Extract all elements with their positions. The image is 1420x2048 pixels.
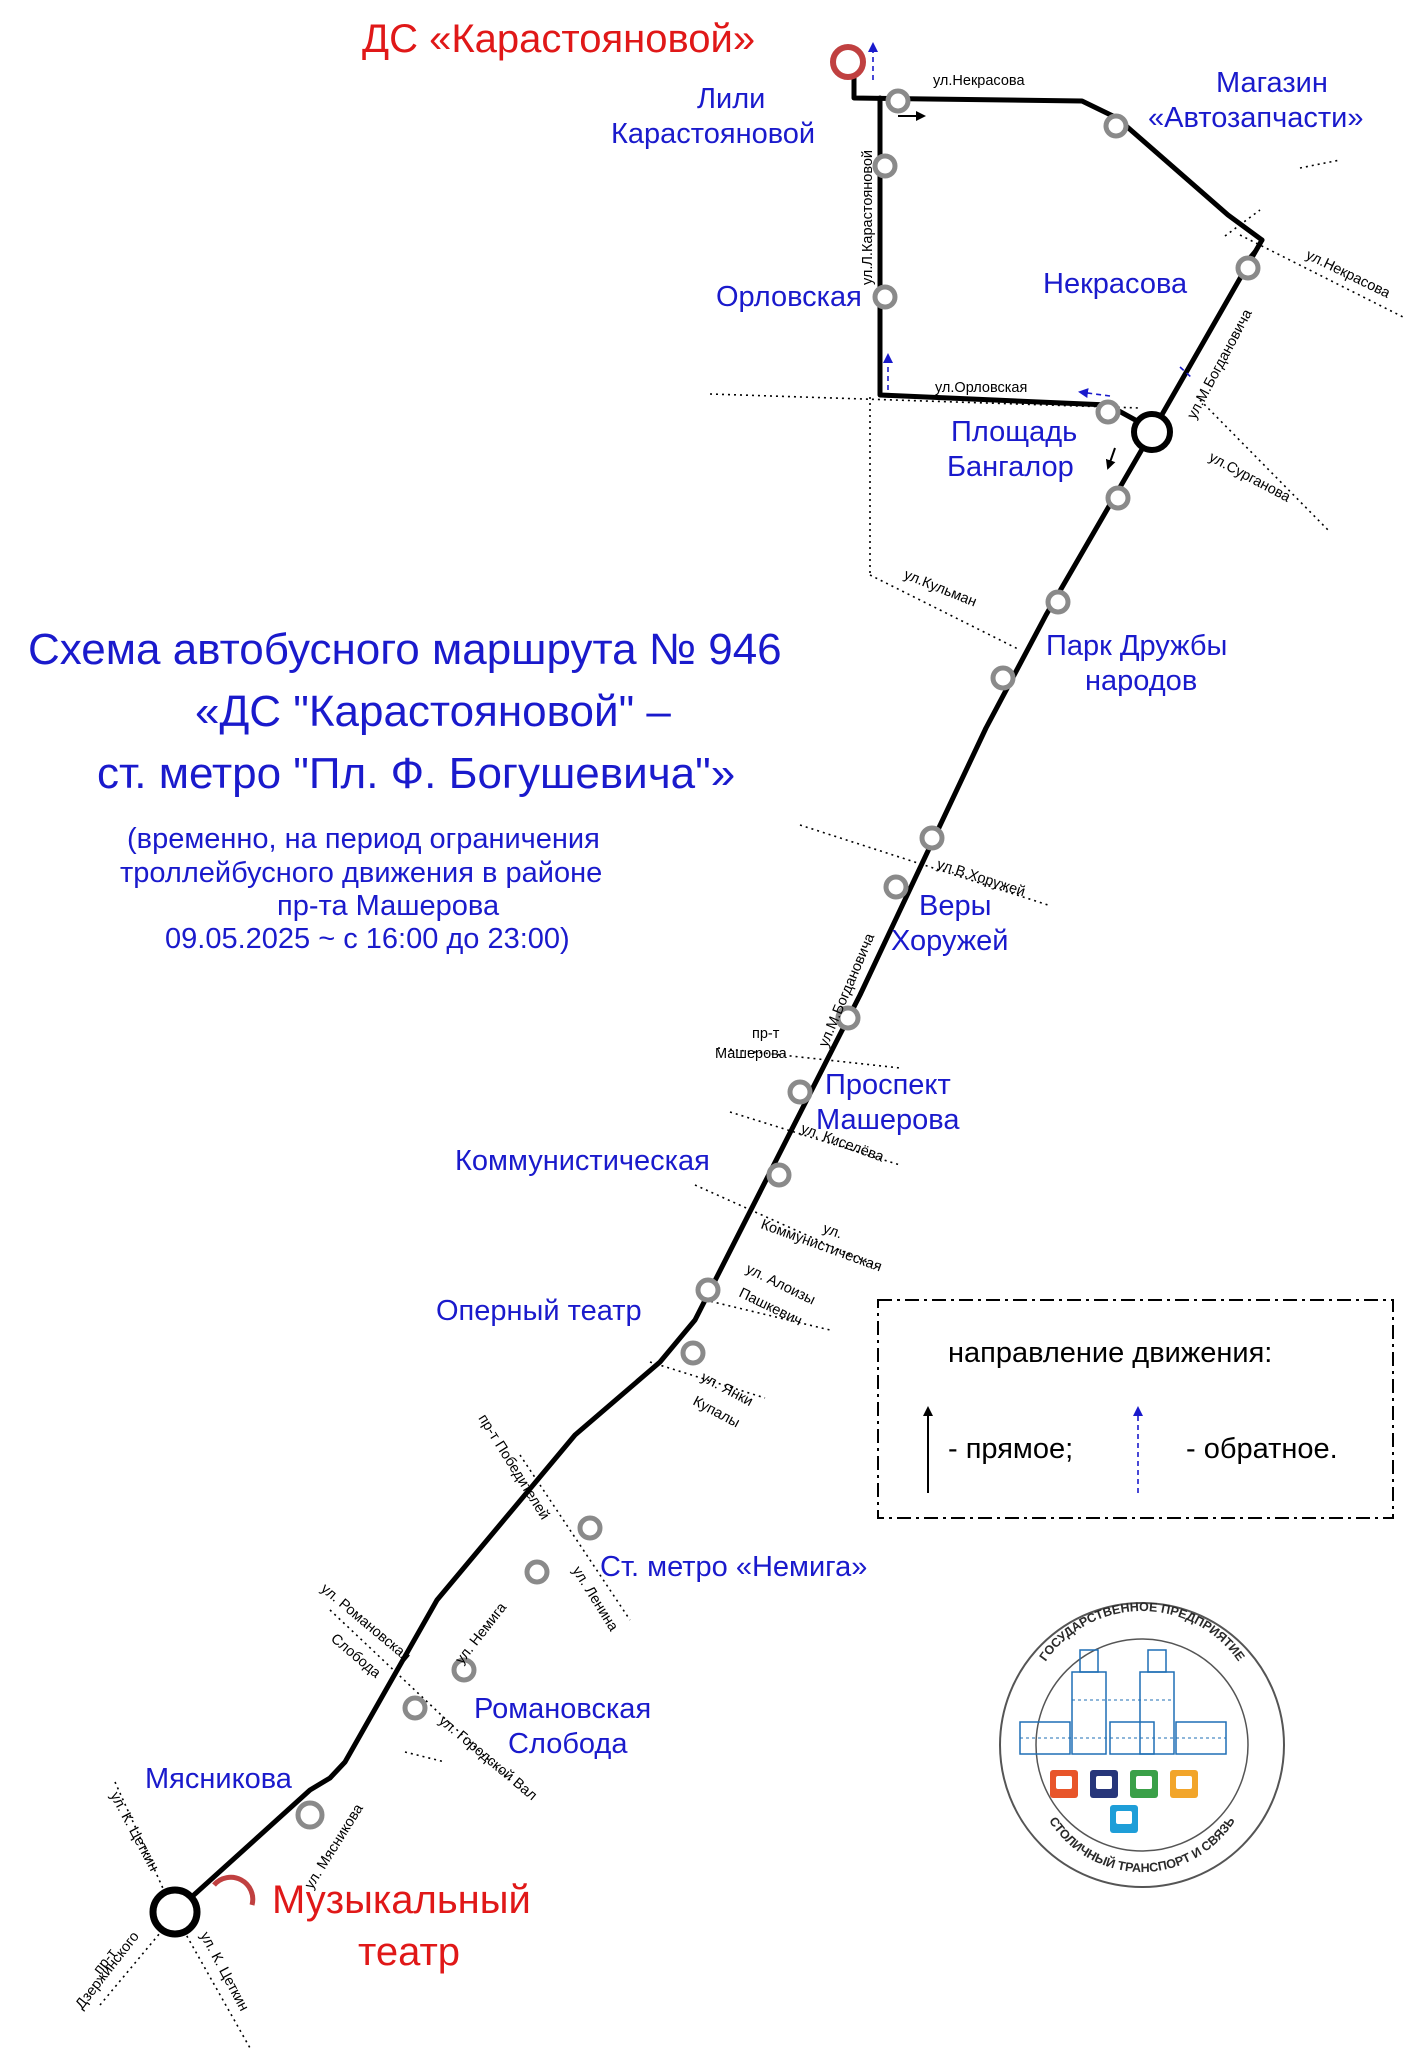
stop-label: Орловская: [716, 281, 862, 313]
terminal-end-label: театр: [358, 1930, 460, 1974]
stop-marker: [872, 284, 898, 310]
stop-marker: [680, 1340, 706, 1366]
stop-label: Оперный театр: [436, 1295, 642, 1327]
hub-muzteatr: [149, 1886, 201, 1938]
stop-marker: [1103, 113, 1129, 139]
stop-marker: [883, 874, 909, 900]
stop-label: Лили: [697, 83, 765, 115]
stop-label: Карастояновой: [611, 118, 815, 150]
stop-marker: [695, 1277, 721, 1303]
hub-bangalor: [1131, 411, 1173, 453]
stop-marker: [1235, 255, 1261, 281]
stop-marker: [835, 1005, 861, 1031]
stop-marker: [1095, 399, 1121, 425]
legend-heading: направление движения:: [948, 1337, 1272, 1369]
map-title: «ДС "Карастояновой" –: [195, 687, 671, 736]
map-subtitle: 09.05.2025 ~ с 16:00 до 23:00): [165, 923, 570, 955]
stop-marker: [1045, 589, 1071, 615]
street-label: ул.Кульман: [902, 567, 979, 611]
legend: направление движения: - прямое; - обратн…: [877, 1299, 1394, 1519]
map-title: Схема автобусного маршрута № 946: [28, 625, 782, 674]
map-title: ст. метро "Пл. Ф. Богушевича"»: [97, 749, 735, 798]
stop-marker: [919, 825, 945, 851]
map-subtitle: пр-та Машерова: [277, 890, 500, 922]
stop-marker: [885, 88, 911, 114]
stop-label: народов: [1085, 665, 1197, 697]
street-label: ул. К. Цеткин: [196, 1929, 251, 2014]
stop-marker: [766, 1162, 792, 1188]
stop-label: Площадь: [951, 416, 1077, 448]
legend-reverse-label: - обратное.: [1186, 1433, 1338, 1465]
stop-marker: [1105, 485, 1131, 511]
stop-label: Слобода: [508, 1728, 628, 1760]
stop-marker: [990, 665, 1016, 691]
stop-marker: [872, 153, 898, 179]
street-label: Дзержинского: [73, 1929, 143, 2013]
legend-forward-label: - прямое;: [948, 1433, 1073, 1465]
stop-label: Парк Дружбы: [1046, 630, 1227, 662]
stop-label: Некрасова: [1043, 268, 1188, 300]
terminal-end-marker: [212, 1874, 256, 1906]
stop-label: Магазин: [1216, 67, 1328, 99]
terminal-start-marker: [830, 44, 866, 80]
stop-marker: [295, 1800, 325, 1830]
street-label: ул.М.Богдановича: [1184, 306, 1256, 422]
street-label: ул.: [821, 1221, 845, 1243]
stop-label: Машерова: [816, 1104, 960, 1136]
street-label: ул.Л.Карастояновой: [860, 150, 876, 285]
street-label: ул.Сурганова: [1206, 449, 1294, 506]
terminal-end-label: Музыкальный: [272, 1878, 531, 1922]
stop-label: Мясникова: [145, 1763, 293, 1795]
reverse-arrows: [868, 42, 1193, 399]
terminal-start-label: ДС «Карастояновой»: [362, 17, 755, 61]
stop-label: Романовская: [474, 1693, 651, 1725]
street-label: Коммунистическая: [759, 1217, 884, 1276]
stop-marker: [451, 1657, 477, 1683]
stop-marker: [787, 1079, 813, 1105]
street-label: ул.М.Богдановича: [816, 930, 879, 1049]
map-subtitle: троллейбусного движения в районе: [120, 857, 602, 889]
map-subtitle: (временно, на период ограничения: [127, 823, 600, 855]
company-logo: ГОСУДАРСТВЕННОЕ ПРЕДПРИЯТИЕ СТОЛИЧНЫЙ ТР…: [999, 1600, 1285, 1888]
stop-label: Коммунистическая: [455, 1145, 710, 1177]
stop-label: Хоружей: [891, 925, 1009, 957]
stop-label: Проспект: [825, 1069, 951, 1101]
stop-marker: [577, 1515, 603, 1541]
street-label: ул. Немига: [453, 1599, 511, 1667]
stop-label: Веры: [919, 890, 991, 922]
street-label: ул. Романовская: [317, 1581, 413, 1665]
stop-markers: [295, 88, 1261, 1830]
legend-frame: [877, 1299, 1394, 1519]
street-label: пр-т: [752, 1026, 780, 1042]
stop-label: Бангалор: [947, 451, 1074, 483]
stop-marker: [524, 1559, 550, 1585]
street-label: ул.Некрасова: [933, 73, 1025, 89]
street-label: ул.Некрасова: [1303, 247, 1393, 302]
street-label: Машерова: [715, 1046, 788, 1062]
street-label: ул.Орловская: [935, 380, 1027, 396]
stop-labels: Лили Карастояновой Магазин «Автозапчасти…: [145, 67, 1363, 1795]
stop-label: Ст. метро «Немига»: [600, 1551, 867, 1583]
street-label: ул. К. Цеткин: [106, 1789, 161, 1874]
stop-marker: [402, 1695, 428, 1721]
stop-label: «Автозапчасти»: [1148, 102, 1363, 134]
